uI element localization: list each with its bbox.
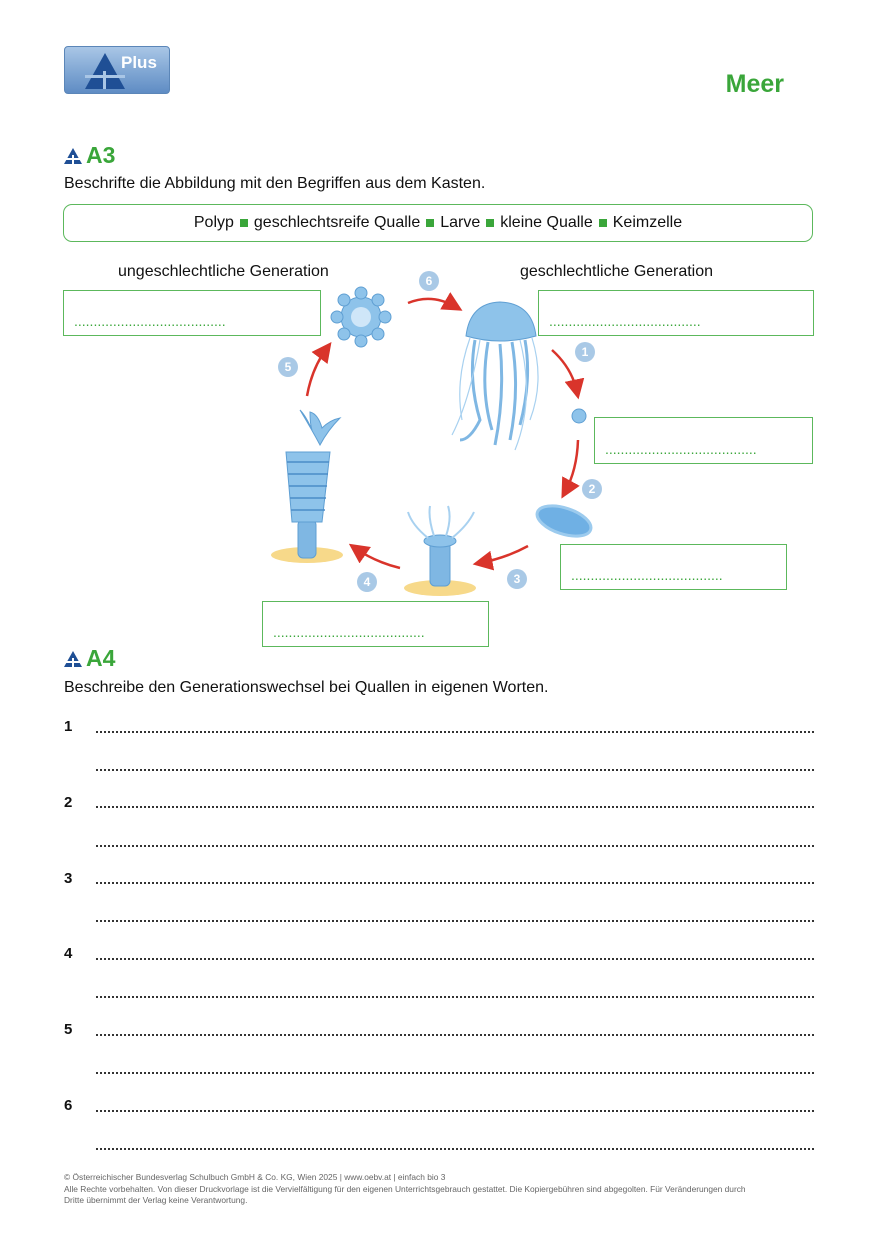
- line-number: 3: [64, 870, 72, 887]
- term-germ-cell: Keimzelle: [613, 214, 682, 232]
- writing-line[interactable]: [96, 769, 814, 771]
- answer-box-ephyra[interactable]: .......................................: [63, 290, 321, 336]
- answer-placeholder: .......................................: [273, 624, 425, 640]
- cycle-arrow: [307, 348, 327, 396]
- ephyra-illustration: [331, 287, 391, 347]
- answer-box-adult[interactable]: .......................................: [538, 290, 814, 336]
- line-number: 4: [64, 945, 72, 962]
- writing-line[interactable]: [96, 1148, 814, 1150]
- writing-line[interactable]: [96, 845, 814, 847]
- writing-line[interactable]: [96, 1072, 814, 1074]
- answer-placeholder: .......................................: [549, 313, 701, 329]
- writing-line[interactable]: [96, 731, 814, 733]
- adult-jellyfish-illustration: [452, 302, 538, 450]
- task-a3-label: A3: [86, 142, 115, 169]
- publisher-logo: Plus: [64, 46, 170, 94]
- writing-line[interactable]: [96, 806, 814, 808]
- cycle-arrow: [565, 440, 578, 492]
- footer-line: © Österreichischer Bundesverlag Schulbuc…: [64, 1172, 824, 1184]
- term-larva: Larve: [440, 214, 480, 232]
- separator-square: [486, 219, 494, 227]
- term-adult-jellyfish: geschlechtsreife Qualle: [254, 214, 420, 232]
- task-level-icon: [64, 651, 82, 667]
- step-number: 6: [426, 274, 433, 288]
- writing-line[interactable]: [96, 920, 814, 922]
- step-number: 5: [285, 360, 292, 374]
- answer-box-polyp[interactable]: .......................................: [262, 601, 489, 647]
- writing-line[interactable]: [96, 882, 814, 884]
- footer-line: Alle Rechte vorbehalten. Von dieser Druc…: [64, 1184, 824, 1196]
- answer-placeholder: .......................................: [74, 313, 226, 329]
- task-a3-instruction: Beschrifte die Abbildung mit den Begriff…: [64, 175, 485, 193]
- answer-placeholder: .......................................: [571, 567, 723, 583]
- answer-placeholder: .......................................: [605, 441, 757, 457]
- task-a4-label: A4: [86, 645, 115, 672]
- separator-square: [240, 219, 248, 227]
- writing-line[interactable]: [96, 996, 814, 998]
- task-a4-instruction: Beschreibe den Generationswechsel bei Qu…: [64, 679, 548, 697]
- answer-box-larva[interactable]: .......................................: [560, 544, 787, 590]
- step-number: 4: [364, 575, 371, 589]
- separator-square: [599, 219, 607, 227]
- copyright-footer: © Österreichischer Bundesverlag Schulbuc…: [64, 1172, 824, 1207]
- cycle-arrow: [355, 548, 400, 568]
- term-polyp: Polyp: [194, 214, 234, 232]
- cycle-arrow: [552, 350, 577, 392]
- footer-line: Dritte übernimmt der Verlag keine Verant…: [64, 1195, 824, 1207]
- strobila-illustration: [271, 410, 343, 563]
- term-box: Polyp geschlechtsreife Qualle Larve klei…: [63, 204, 813, 242]
- answer-box-germ-cell[interactable]: .......................................: [594, 417, 813, 464]
- line-number: 1: [64, 718, 72, 735]
- line-number: 2: [64, 794, 72, 811]
- separator-square: [426, 219, 434, 227]
- writing-line[interactable]: [96, 958, 814, 960]
- task-level-icon: [64, 148, 82, 164]
- young-polyp-illustration: [404, 506, 476, 596]
- writing-line[interactable]: [96, 1034, 814, 1036]
- step-number: 1: [582, 345, 589, 359]
- larva-illustration: [533, 500, 594, 542]
- term-small-jellyfish: kleine Qualle: [500, 214, 593, 232]
- task-a3-heading: A3: [64, 142, 115, 169]
- topic-title: Meer: [726, 70, 784, 99]
- line-number: 6: [64, 1097, 72, 1114]
- cycle-arrow: [408, 299, 456, 307]
- step-number: 3: [514, 572, 521, 586]
- logo-text: Plus: [121, 53, 157, 73]
- step-number: 2: [589, 482, 596, 496]
- germ-cell-illustration: [572, 409, 586, 423]
- line-number: 5: [64, 1021, 72, 1038]
- task-a4-heading: A4: [64, 645, 115, 672]
- writing-line[interactable]: [96, 1110, 814, 1112]
- cycle-arrow: [480, 546, 528, 563]
